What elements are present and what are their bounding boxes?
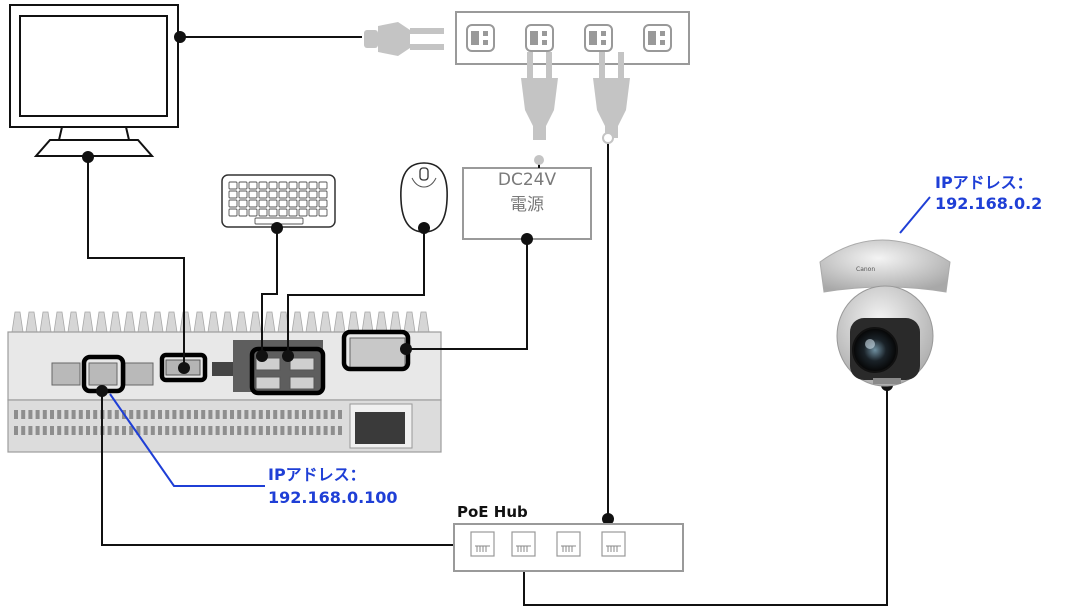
power-supply-label: DC24V 電源 <box>463 168 591 218</box>
pc-ip-address: 192.168.0.100 <box>268 487 398 508</box>
power-supply-name: 電源 <box>463 193 591 218</box>
power-plug-icon <box>364 22 444 56</box>
pc-ip-label: IPアドレス： <box>268 464 366 485</box>
plug-dot <box>603 133 613 143</box>
plug-dot <box>534 155 544 165</box>
power-plug-icon <box>521 52 558 140</box>
camera-ip-address: 192.168.0.2 <box>935 193 1042 214</box>
power-supply-voltage: DC24V <box>463 168 591 193</box>
network-camera-icon: Canon <box>820 240 950 386</box>
poe-hub-label: PoE Hub <box>457 503 528 521</box>
monitor-icon <box>10 5 178 156</box>
camera-brand-text: Canon <box>856 266 875 273</box>
industrial-pc-icon <box>8 312 441 452</box>
keyboard-icon <box>222 175 335 227</box>
camera-ip-leader-line <box>900 197 930 233</box>
poe-hub-icon <box>454 524 683 571</box>
camera-ip-label: IPアドレス： <box>935 172 1033 193</box>
power-strip-icon <box>456 12 689 64</box>
mouse-icon <box>401 163 447 232</box>
